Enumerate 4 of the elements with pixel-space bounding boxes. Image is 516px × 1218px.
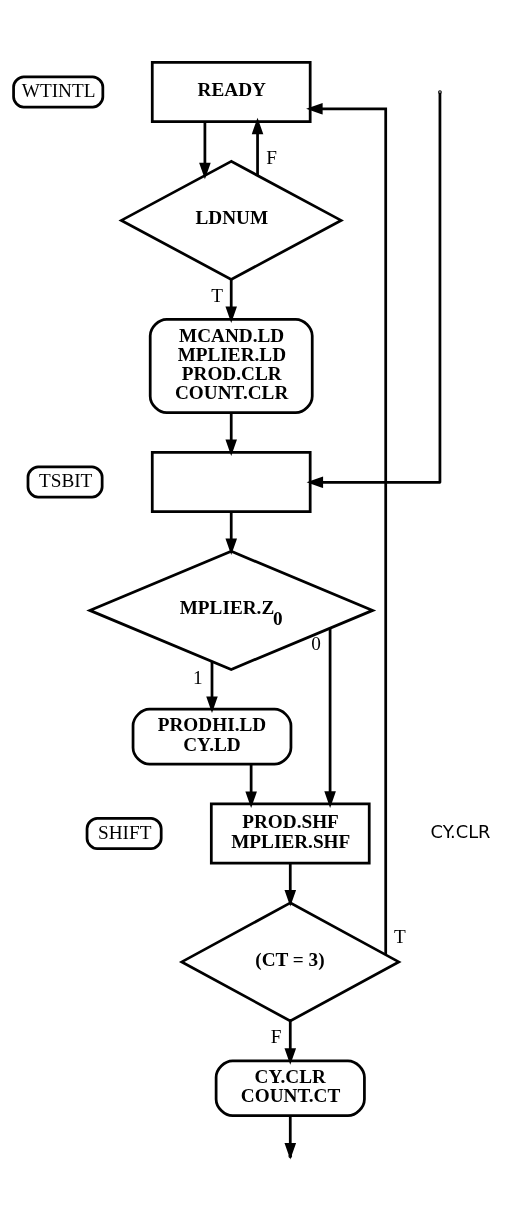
- edge-label: 0: [311, 632, 321, 654]
- node-label: CY.CLR: [430, 820, 491, 842]
- edge-label: T: [211, 284, 223, 306]
- edge-label: F: [270, 1025, 282, 1047]
